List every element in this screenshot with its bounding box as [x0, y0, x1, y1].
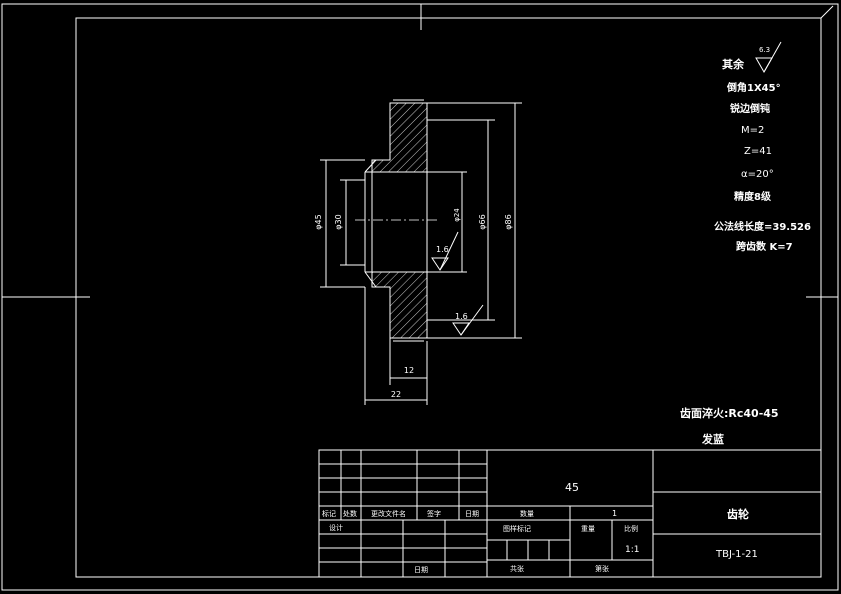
note-teeth: Z=41 — [744, 146, 772, 157]
label-qty: 数量 — [520, 509, 534, 518]
label-date: 日期 — [465, 510, 479, 518]
label-total: 共张 — [510, 564, 524, 573]
upper-rim-section — [371, 102, 428, 173]
note-span-teeth: 跨齿数 K=7 — [736, 240, 793, 253]
rest-roughness-symbol — [755, 41, 782, 74]
roughness-face-value: 1.6 — [455, 312, 468, 321]
label-signature: 签字 — [427, 509, 441, 518]
note-chamfer: 倒角1X45° — [726, 81, 781, 94]
roughness-symbol-bore — [431, 231, 459, 271]
dim-d30: φ30 — [334, 214, 343, 229]
drawing-number: TBJ-1-21 — [715, 549, 758, 560]
lower-rim-section — [371, 271, 428, 339]
part-name: 齿轮 — [727, 507, 749, 521]
rest-roughness-value: 6.3 — [759, 46, 770, 54]
note-deburr: 锐边倒钝 — [730, 102, 770, 115]
label-date2: 日期 — [414, 566, 428, 574]
note-pressure-angle: α=20° — [741, 169, 774, 180]
label-sheet: 第张 — [595, 564, 609, 573]
label-weight: 重量 — [581, 525, 595, 533]
label-change-doc: 更改文件名 — [371, 509, 406, 518]
dim-width-12: 12 — [404, 366, 414, 375]
heat-treatment-note: 齿面淬火:Rc40-45 — [680, 406, 779, 420]
value-scale: 1:1 — [625, 545, 639, 555]
note-rest: 其余 — [722, 57, 745, 71]
material: 45 — [565, 481, 579, 494]
dim-d86: φ86 — [504, 214, 513, 229]
dim-d24: φ24 — [453, 208, 461, 222]
drawing-frame — [75, 17, 822, 578]
note-precision: 精度8级 — [734, 190, 772, 203]
blueing-note: 发蓝 — [701, 432, 724, 446]
label-ratio: 比例 — [624, 524, 638, 533]
label-drawing-stage: 图样标记 — [503, 524, 531, 533]
dim-d66: φ66 — [478, 214, 487, 229]
title-block — [318, 449, 822, 578]
gear-section — [355, 99, 440, 342]
note-normal-length: 公法线长度=39.526 — [714, 220, 811, 233]
roughness-symbol-face — [452, 304, 484, 336]
label-design: 设计 — [329, 523, 343, 532]
value-quantity: 1 — [612, 509, 617, 518]
dim-width-22: 22 — [391, 390, 401, 399]
note-module: M=2 — [741, 125, 764, 136]
label-mark: 标记 — [322, 509, 336, 518]
label-count: 处数 — [343, 509, 357, 518]
orientation-mark — [820, 5, 834, 19]
dim-d45: φ45 — [314, 214, 323, 229]
roughness-bore-value: 1.6 — [436, 245, 449, 254]
dimensions — [320, 102, 522, 405]
